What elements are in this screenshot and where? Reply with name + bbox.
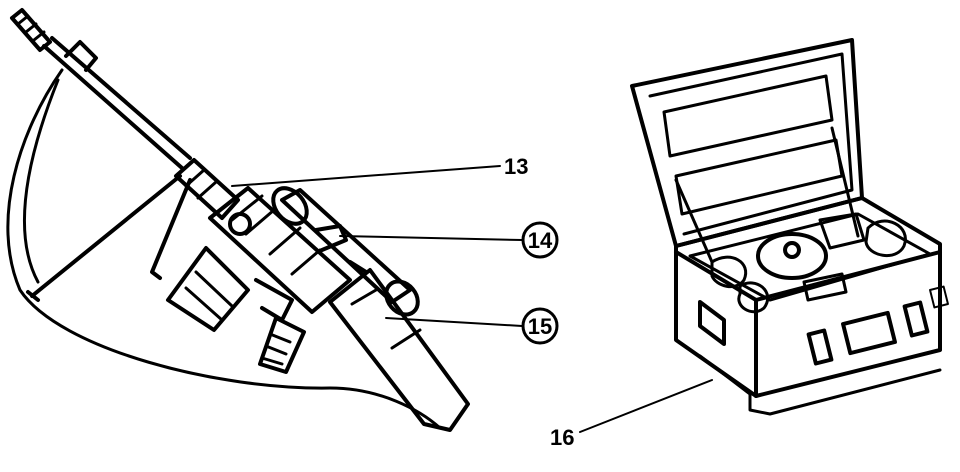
case-body (674, 196, 942, 398)
pistol-grip (258, 316, 306, 374)
receiver (208, 186, 352, 314)
leader-line-13 (231, 165, 501, 187)
callout-label-14: 14 (528, 228, 553, 253)
stock (328, 268, 470, 432)
telescopic-sight (271, 186, 420, 317)
callout-label-16: 16 (550, 425, 574, 450)
flash-hider (10, 8, 52, 52)
bipod (26, 174, 192, 302)
latch-right (902, 300, 930, 338)
magazine (166, 246, 250, 332)
sling (6, 68, 442, 430)
barrel (42, 36, 192, 170)
leader-line-16 (579, 379, 713, 433)
callout-label-15: 15 (528, 314, 552, 339)
front-handle (841, 310, 897, 356)
side-handle (698, 300, 726, 346)
rifle (10, 8, 470, 432)
latch-left (806, 328, 834, 366)
callout-label-13: 13 (504, 154, 528, 179)
leader-line-15 (385, 317, 523, 327)
callout-ring-15 (521, 307, 559, 345)
handguard (174, 158, 240, 220)
callout-ring-14 (521, 221, 559, 259)
leader-line-14 (339, 235, 523, 241)
transport-case (630, 38, 949, 416)
